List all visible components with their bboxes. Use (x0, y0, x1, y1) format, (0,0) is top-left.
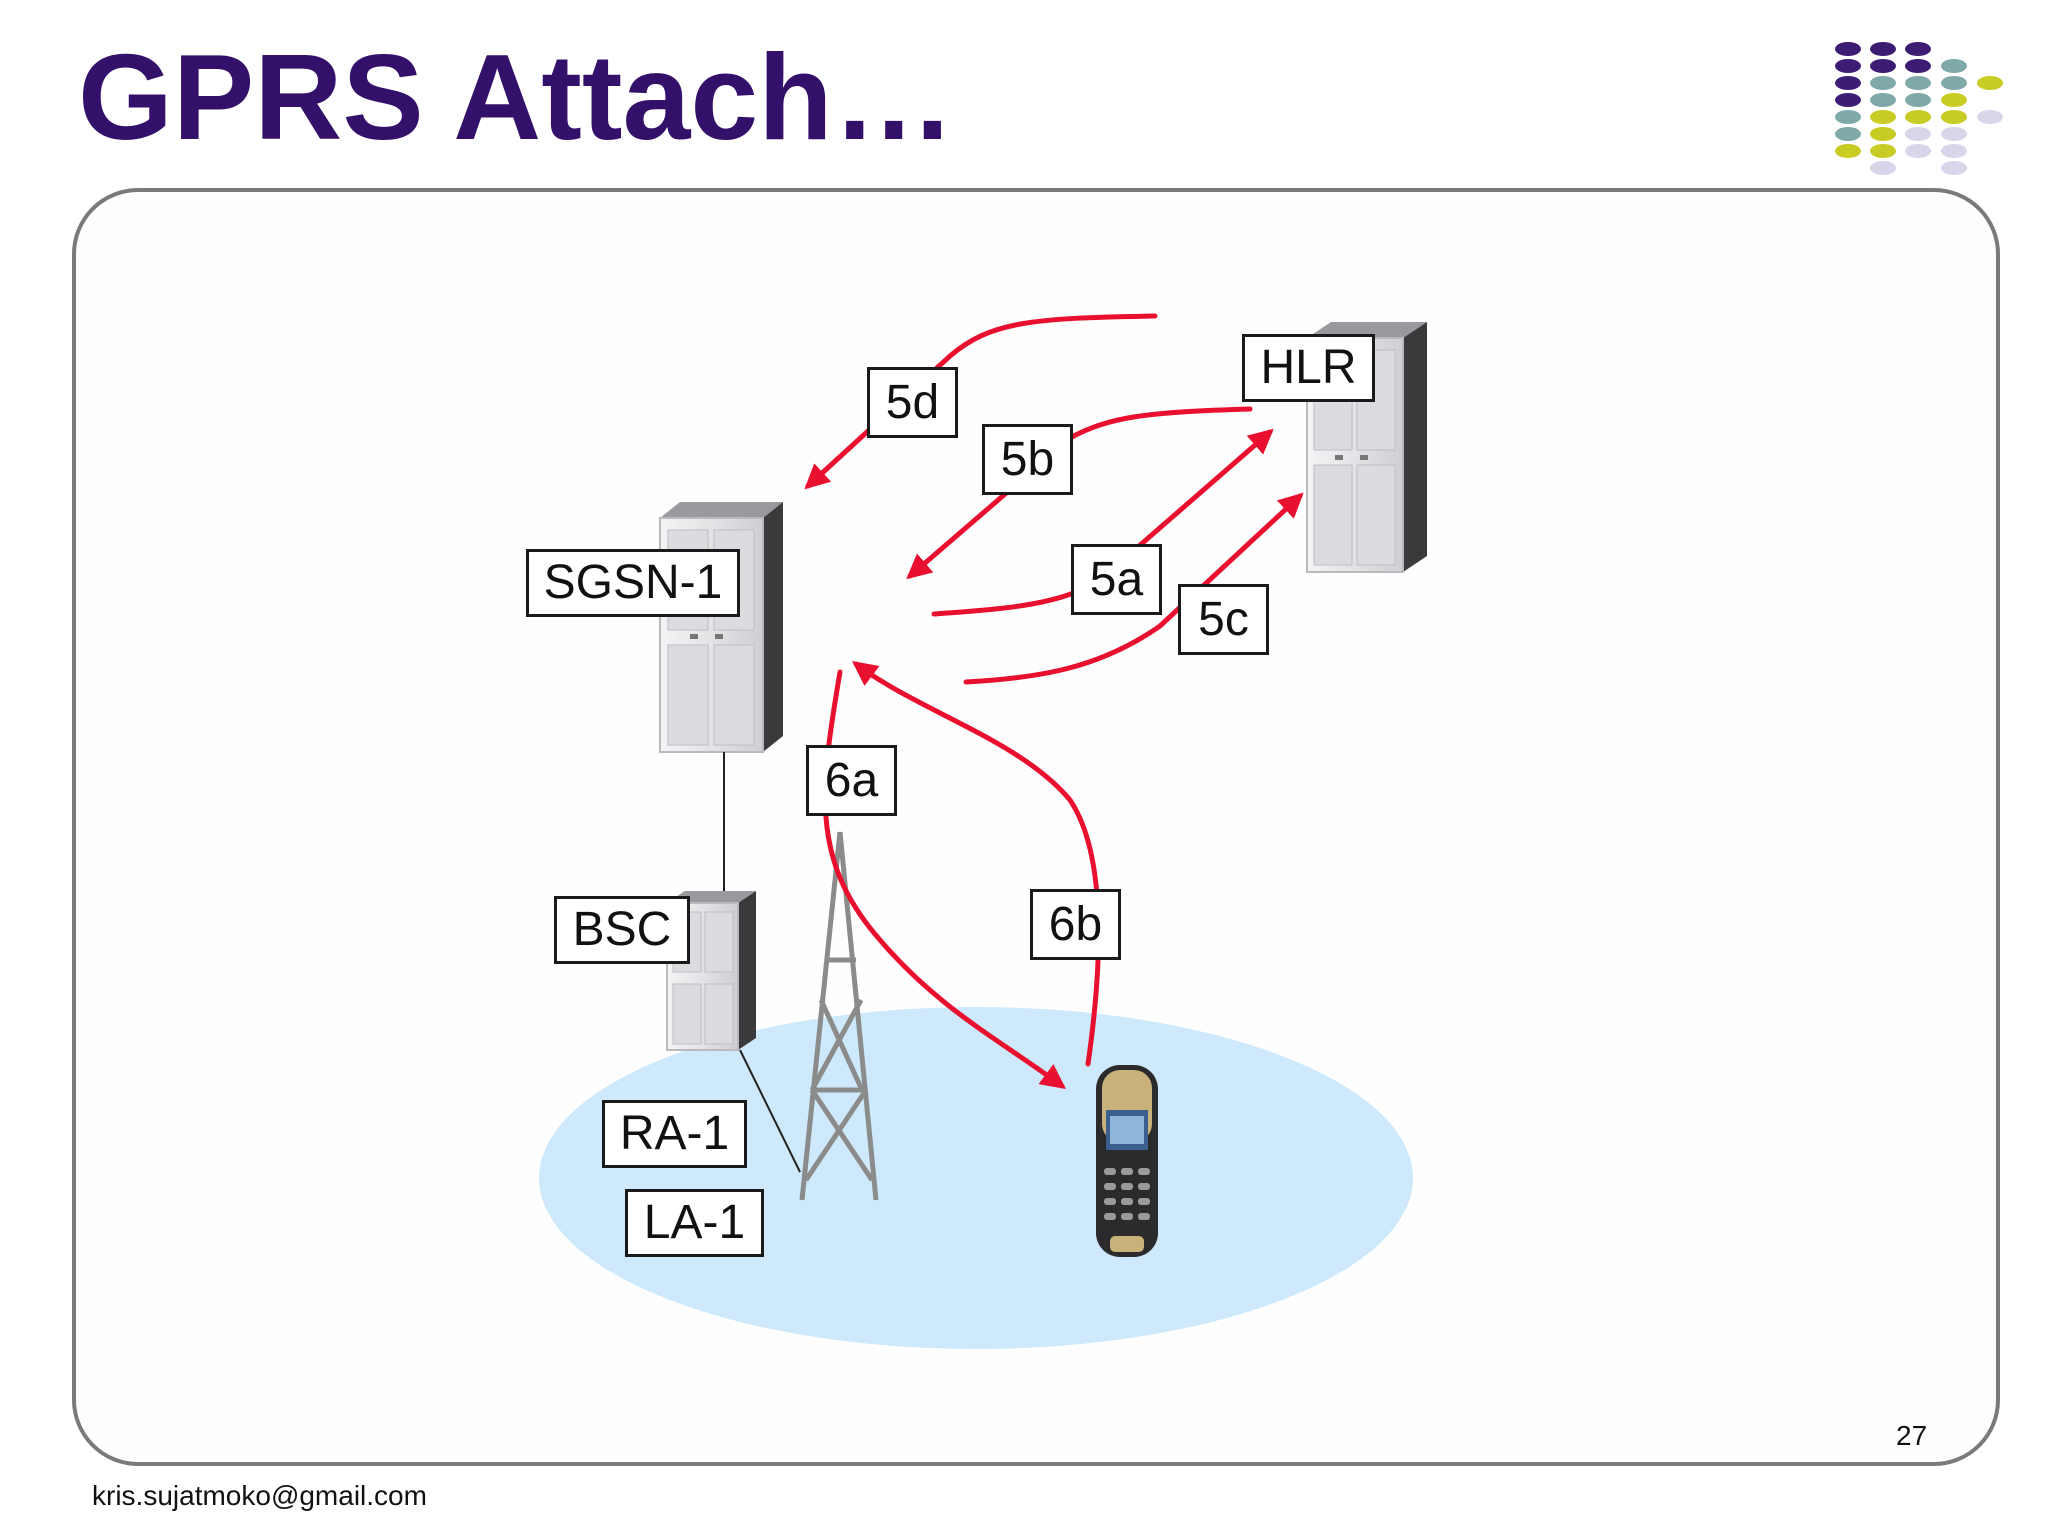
mobile-phone-icon (1096, 1065, 1158, 1257)
location-area-label: LA-1 (625, 1189, 764, 1257)
arrow-5b (906, 406, 1253, 580)
routing-area-label: RA-1 (602, 1100, 747, 1168)
message-5d-label: 5d (867, 367, 958, 438)
sgsn-server-icon (659, 502, 783, 753)
message-6b-label: 6b (1030, 889, 1121, 960)
footer-email: kris.sujatmoko@gmail.com (92, 1480, 427, 1511)
message-6a-label: 6a (806, 745, 897, 816)
hlr-label: HLR (1242, 334, 1375, 402)
arrow-5d (804, 313, 1158, 490)
arrow-6b (851, 661, 1102, 1067)
message-5a-label: 5a (1071, 544, 1162, 615)
bsc-tower-link (739, 1049, 801, 1173)
bsc-label: BSC (554, 896, 690, 964)
page-number: 27 (1896, 1420, 1928, 1451)
message-5c-label: 5c (1178, 584, 1269, 655)
message-5b-label: 5b (982, 424, 1073, 495)
sgsn-label: SGSN-1 (526, 549, 740, 617)
bsc-server-icon (666, 891, 756, 1051)
slide-title: GPRS Attach… (78, 29, 955, 165)
coverage-area (539, 1007, 1413, 1349)
decorative-dot-grid (1835, 42, 2003, 175)
arrow-5c (963, 492, 1304, 685)
